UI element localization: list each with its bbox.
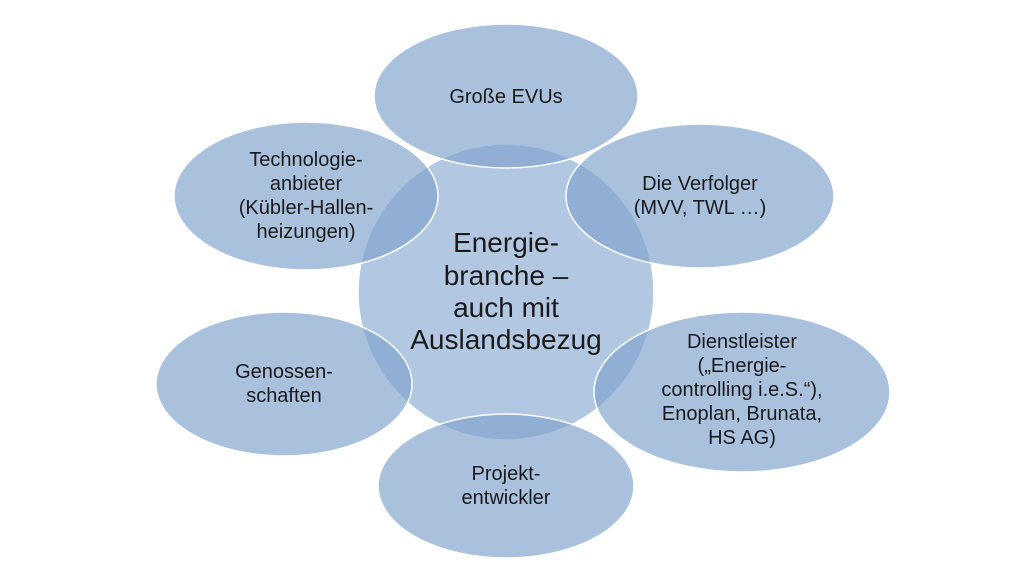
satellite-label-verfolger: Die Verfolger (MVV, TWL …) <box>633 173 767 219</box>
satellite-label-grosse-evus: Große EVUs <box>449 86 563 108</box>
satellite-ellipse-technologieanbieter <box>173 121 439 271</box>
satellite-label-genossenschaften: Genossen- schaften <box>235 361 333 407</box>
satellite-ellipse-verfolger <box>565 123 835 269</box>
satellite-ellipse-projektentwickler <box>377 413 635 559</box>
satellite-ellipse-dienstleister <box>593 311 891 473</box>
center-label: Energie- branche – auch mit Auslandsbezu… <box>410 227 602 356</box>
satellite-label-dienstleister: Dienstleister („Energie- controlling i.e… <box>661 331 823 449</box>
satellite-ellipse-grosse-evus <box>373 23 639 169</box>
satellite-label-technologieanbieter: Technologie- anbieter (Kübler-Hallen- he… <box>238 149 374 243</box>
satellite-ellipse-genossenschaften <box>155 311 413 457</box>
satellite-label-projektentwickler: Projekt- entwickler <box>461 463 551 509</box>
